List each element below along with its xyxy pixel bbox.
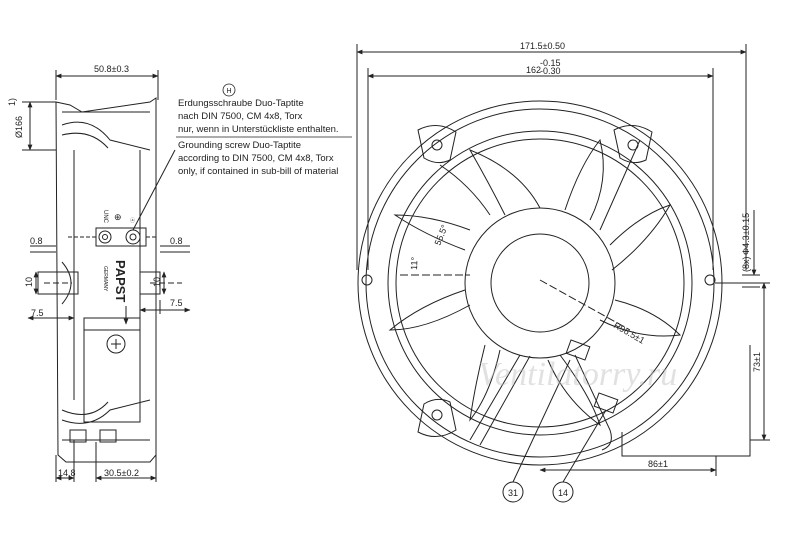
note-de-line3: nur, wenn in Unterstückliste enthalten.	[178, 124, 339, 135]
radius-label: R96.5±1	[612, 320, 646, 346]
ground-small-label: ⓐ	[130, 217, 135, 224]
callout-14: 14	[558, 488, 568, 498]
angle-11-label: 11°	[409, 256, 419, 270]
h-marker: H	[226, 88, 231, 95]
side-diameter-dim: Ø166	[14, 116, 24, 138]
brand-logo: PAPST	[113, 260, 128, 302]
watermark: Ventilatorry.ru	[478, 356, 677, 393]
offset-right-label: 0.8	[170, 236, 183, 246]
note-en-line1: Grounding screw Duo-Taptite	[178, 140, 301, 151]
note-de-line2: nach DIN 7500, CM 4x8, Torx	[178, 111, 303, 122]
hole-spacing-lower: -0.30	[540, 66, 561, 76]
offset-top-label: 0.8	[30, 236, 43, 246]
bottom-left-dim: 14.8	[58, 468, 76, 478]
side-width-dim: 50.8±0.3	[94, 64, 129, 74]
side-note-marker: 1)	[7, 98, 17, 106]
side-view	[22, 70, 191, 482]
hole-diameter-label: Φ4.3±0.15	[741, 213, 751, 255]
outer-width-dim: 171.5±0.50	[520, 41, 565, 51]
brand-sub: GERMANY	[102, 266, 108, 292]
hole-spacing-main: 162	[526, 65, 541, 75]
hole-spacing-upper: -0.15	[540, 58, 561, 68]
note-en-line2: according to DIN 7500, CM 4x8, Torx	[178, 153, 334, 164]
height-left-label: 10	[24, 277, 34, 287]
height-right-label: 10	[152, 277, 162, 287]
grounding-note: Erdungsschraube Duo-Taptite nach DIN 750…	[176, 98, 352, 177]
bottom-center-dim: 30.5±0.2	[104, 468, 139, 478]
ground-label: UNC	[102, 210, 108, 224]
horizontal-dim-label: 86±1	[648, 459, 668, 469]
ground-symbol-icon: ⊕	[114, 212, 122, 222]
note-en-line3: only, if contained in sub-bill of materi…	[178, 166, 338, 177]
callout-31: 31	[508, 488, 518, 498]
vertical-dim-label: 73±1	[752, 352, 762, 372]
note-de-line1: Erdungsschraube Duo-Taptite	[178, 98, 304, 109]
hole-count-label: (8x)	[741, 256, 751, 272]
left-spacing-label: 7.5	[31, 308, 44, 318]
h-marker-circle	[222, 83, 236, 97]
front-view	[356, 44, 770, 503]
right-spacing-label: 7.5	[170, 298, 183, 308]
